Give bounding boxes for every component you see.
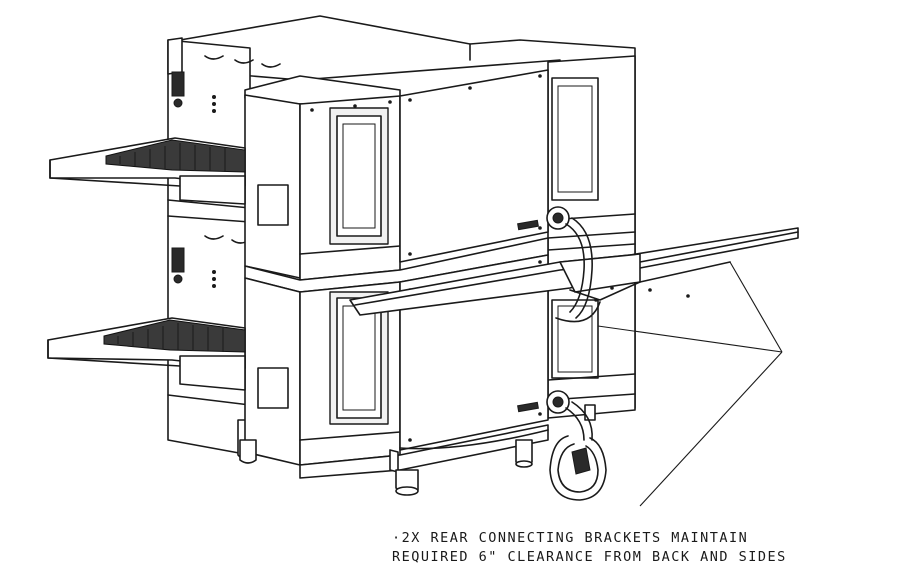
front-oven-bottom [244,237,549,479]
bottom-conveyor [47,317,246,391]
bracket-annotation: ·2X REAR CONNECTING BRACKETS MAINTAIN RE… [392,529,787,567]
front-oven-top [244,69,549,281]
gas-hose-bottom [546,390,607,501]
annotation-line-1: ·2X REAR CONNECTING BRACKETS MAINTAIN [392,530,749,546]
annotation-line-2: REQUIRED 6" CLEARANCE FROM BACK AND SIDE… [392,549,787,565]
gas-hose-top [546,206,601,323]
rear-oven-body [179,15,636,419]
top-conveyor [49,137,246,205]
oven-legs [239,404,596,496]
exit-shelf [349,227,799,316]
bracket-leader-lines [597,261,783,507]
